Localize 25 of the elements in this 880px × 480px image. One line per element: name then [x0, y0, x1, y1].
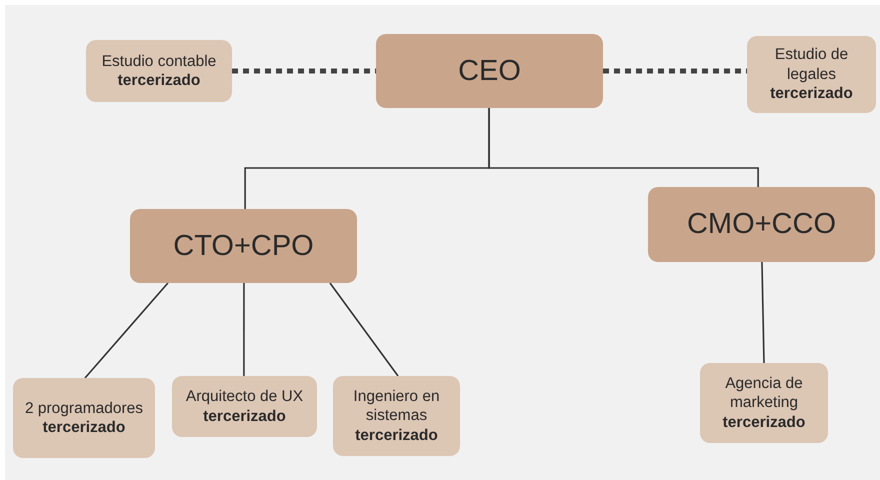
role-box	[130, 209, 357, 283]
node-text: Estudio contable tercerizado	[100, 52, 218, 90]
dotted-connector	[603, 68, 747, 74]
outsourced-box	[747, 36, 876, 113]
connector-line	[84, 282, 169, 379]
connector-line	[761, 262, 765, 364]
outsourced-box	[86, 40, 232, 102]
role-title: CMO+CCO	[686, 207, 836, 242]
role-title: CEO	[458, 54, 521, 89]
connector-line	[329, 282, 399, 376]
outsourced-box	[333, 376, 460, 456]
outsourced-box	[13, 378, 155, 458]
connector-line	[488, 108, 759, 187]
outsourced-box	[172, 376, 317, 437]
connector-line	[243, 283, 245, 376]
role-box	[648, 187, 875, 262]
node-text: Arquitecto de UX tercerizado	[184, 387, 304, 426]
node-text: Agencia de marketing tercerizado	[722, 374, 806, 432]
outsourced-box	[700, 363, 828, 443]
role-box	[376, 34, 603, 108]
role-title: CTO+CPO	[173, 228, 314, 264]
node-text: Ingeniero en sistemas tercerizado	[352, 386, 441, 446]
node-text: 2 programadores tercerizado	[24, 398, 144, 438]
node-text: Estudio de legales tercerizado	[769, 45, 854, 104]
dotted-connector	[232, 68, 376, 74]
